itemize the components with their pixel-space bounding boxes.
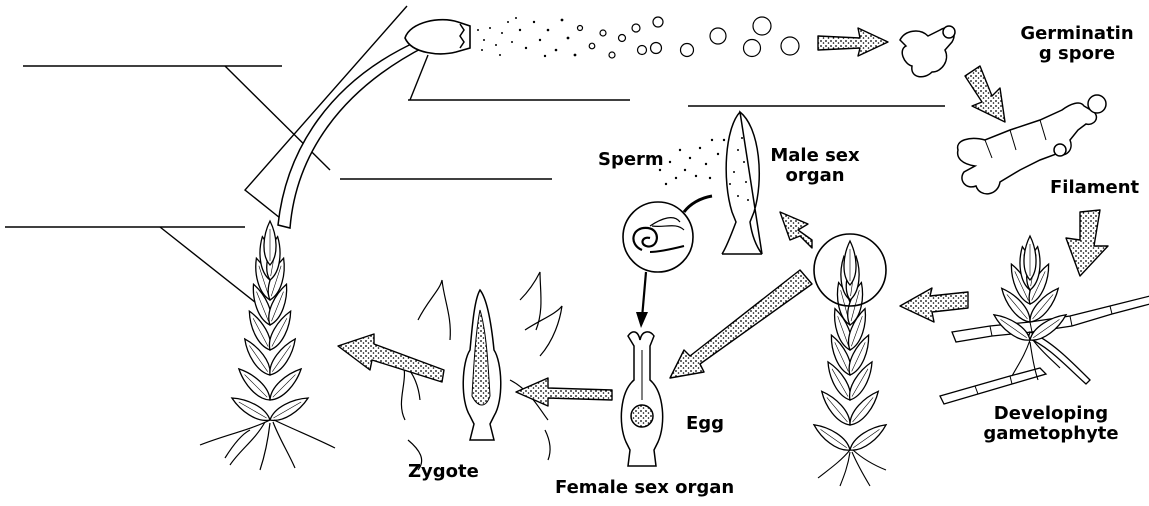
female-sex-organ-drawing: [621, 332, 662, 466]
label-germinating-spore-line1: Germinatin: [1012, 24, 1142, 44]
label-filament: Filament: [1050, 178, 1139, 198]
leader-line-1: [225, 66, 330, 170]
cycle-arrows: [338, 28, 1108, 406]
gametophyte-with-sex-organs: [811, 234, 890, 486]
label-developing-gametophyte-line1: Developing: [976, 404, 1126, 424]
label-male-sex-organ-line1: Male sex: [760, 146, 870, 166]
developing-gametophyte-drawing: [940, 236, 1149, 404]
leader-line-4: [410, 55, 428, 100]
label-sperm: Sperm: [598, 150, 664, 170]
label-egg: Egg: [686, 414, 724, 434]
label-germinating-spore-line2: g spore: [1012, 44, 1142, 64]
leader-line-3: [160, 227, 265, 310]
arrow-to-male-organ: [780, 212, 812, 248]
label-developing-gametophyte: Developing gametophyte: [976, 404, 1126, 444]
label-male-sex-organ-line2: organ: [760, 166, 870, 186]
arrow-filament-to-gametophyte: [1066, 210, 1108, 276]
arrow-zygote-to-mature: [338, 334, 444, 382]
label-male-sex-organ: Male sex organ: [760, 146, 870, 186]
label-germinating-spore: Germinatin g spore: [1012, 24, 1142, 64]
egg-cell: [631, 405, 653, 427]
arrow-gametophyte-to-mature: [900, 288, 968, 322]
label-developing-gametophyte-line2: gametophyte: [976, 424, 1126, 444]
male-sex-organ-drawing: [722, 112, 762, 254]
arrow-spores-to-germination: [818, 28, 888, 56]
label-zygote: Zygote: [408, 462, 479, 482]
arrow-to-female-organ: [670, 270, 812, 378]
dispersing-spores: [477, 17, 799, 58]
arrow-female-to-zygote: [516, 378, 612, 406]
arrow-germination-to-filament: [965, 66, 1005, 122]
germinating-spore-drawing: [900, 26, 955, 77]
label-female-sex-organ: Female sex organ: [555, 478, 734, 498]
